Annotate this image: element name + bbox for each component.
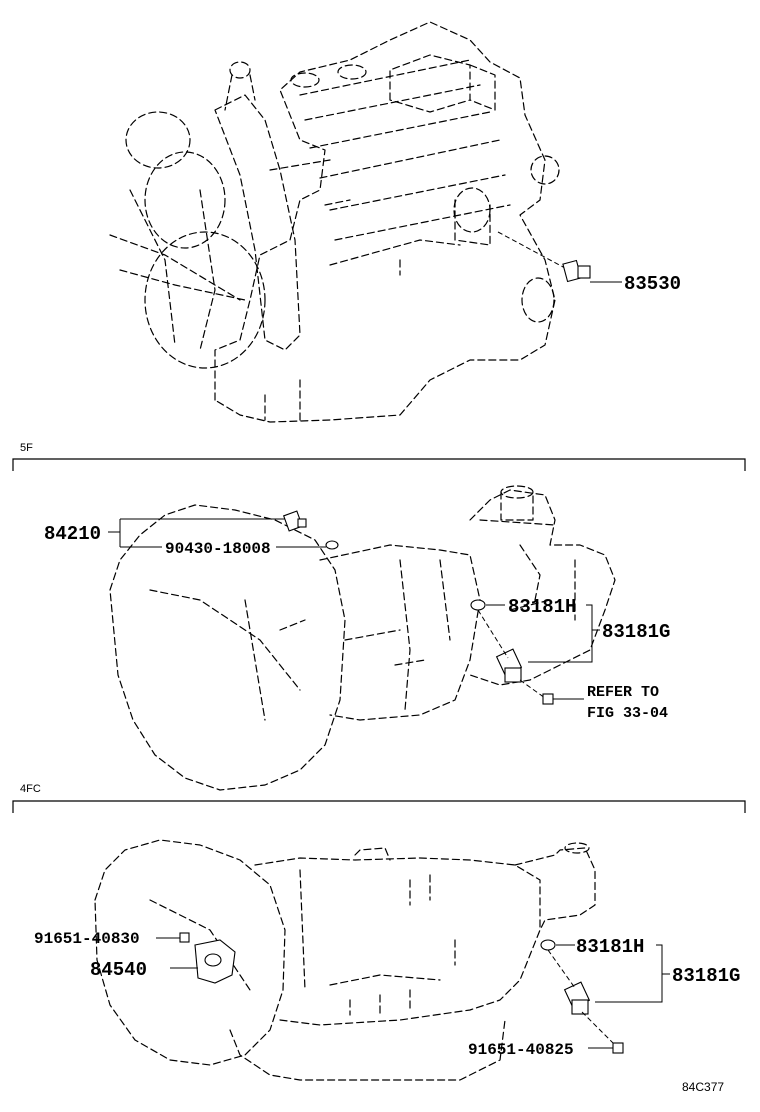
leader-83181-5f <box>486 604 600 663</box>
automatic-transmission-illustration <box>94 839 596 1081</box>
part-83181g-sensor-4fc[interactable] <box>563 981 591 1015</box>
section-label-5f: 5F <box>20 442 33 454</box>
refer-text-line1: REFER TO <box>587 684 659 701</box>
part-91651-40825-bolt[interactable] <box>612 1042 624 1054</box>
part-label-84540: 84540 <box>90 959 147 981</box>
part-83530-sender[interactable] <box>497 231 622 283</box>
part-91651-40830-bolt[interactable] <box>179 932 190 943</box>
refer-text-line2: FIG 33-04 <box>587 705 668 722</box>
part-84540-neutral-switch[interactable] <box>194 939 236 984</box>
part-90430-18008-gasket[interactable] <box>325 540 339 550</box>
part-83181h-oring-4fc[interactable] <box>540 939 556 951</box>
section-divider-4fc <box>12 800 746 813</box>
figure-code: 84C377 <box>682 1080 724 1094</box>
leader-84210 <box>108 518 285 548</box>
part-83181g-sensor-5f[interactable] <box>495 648 523 683</box>
section-divider-5f <box>12 458 746 471</box>
part-label-91651-40825: 91651-40825 <box>468 1041 574 1059</box>
part-83181h-oring-5f[interactable] <box>470 599 486 611</box>
part-label-84210: 84210 <box>44 523 101 545</box>
part-label-91651-40830: 91651-40830 <box>34 930 140 948</box>
part-label-83530: 83530 <box>624 273 681 295</box>
part-84210-switch[interactable] <box>282 510 307 532</box>
part-label-83181h-4fc: 83181H <box>576 936 644 958</box>
engine-illustration <box>109 21 560 423</box>
section-label-4fc: 4FC <box>20 783 41 795</box>
manual-transmission-illustration <box>109 485 616 791</box>
part-label-83181h-5f: 83181H <box>508 596 576 618</box>
part-label-83181g-4fc: 83181G <box>672 965 740 987</box>
part-label-90430-18008: 90430-18008 <box>165 540 271 558</box>
refer-bolt[interactable] <box>519 679 584 705</box>
leader-83181-4fc <box>556 944 670 1003</box>
part-label-83181g-5f: 83181G <box>602 621 670 643</box>
